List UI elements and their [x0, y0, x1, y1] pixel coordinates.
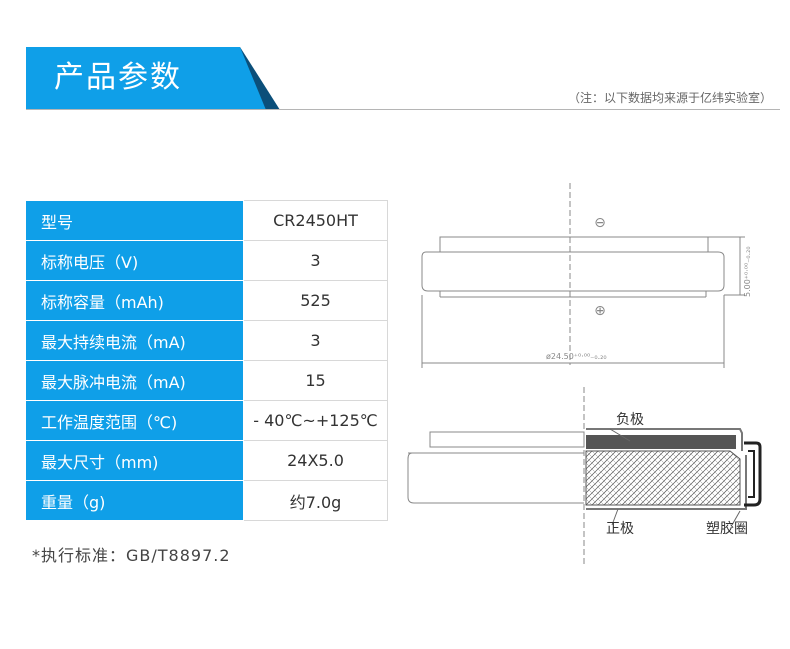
- cross-section-view: [407, 387, 762, 567]
- source-note: （注：以下数据均来源于亿纬实验室）: [567, 91, 772, 105]
- table-row: 型号 CR2450HT: [26, 200, 388, 241]
- spec-label: 重量（g): [26, 480, 244, 521]
- spec-value: 525: [243, 280, 388, 321]
- spec-label: 工作温度范围（℃): [26, 400, 244, 441]
- table-row: 最大脉冲电流（mA) 15: [26, 360, 388, 401]
- spec-label: 标称容量（mAh): [26, 280, 244, 321]
- header-banner: 产品参数: [26, 47, 280, 110]
- table-row: 重量（g) 约7.0g: [26, 480, 388, 521]
- spec-value: 24X5.0: [243, 440, 388, 481]
- gasket-label: 塑胶圈: [706, 521, 748, 537]
- positive-terminal-icon: ⊕: [594, 303, 606, 319]
- standard-note: *执行标准：GB/T8897.2: [32, 546, 231, 565]
- negative-terminal-icon: ⊖: [594, 215, 606, 231]
- spec-value: CR2450HT: [243, 200, 388, 241]
- spec-label: 最大脉冲电流（mA): [26, 360, 244, 401]
- spec-label: 标称电压（V): [26, 240, 244, 281]
- battery-drawing: ⊖ ⊕ ø24.50⁺⁰·⁰⁰₋₀.₂₀ 5.00⁺⁰·⁰⁰₋₀.₂₀: [407, 183, 762, 567]
- height-dimension: 5.00⁺⁰·⁰⁰₋₀.₂₀: [743, 246, 752, 297]
- spec-label: 型号: [26, 200, 244, 241]
- table-row: 工作温度范围（℃) - 40℃~+125℃: [26, 400, 388, 441]
- table-row: 标称电压（V) 3: [26, 240, 388, 281]
- spec-value: - 40℃~+125℃: [243, 400, 388, 441]
- positive-label: 正极: [606, 521, 634, 537]
- spec-value: 3: [243, 240, 388, 281]
- spec-table: 型号 CR2450HT 标称电压（V) 3 标称容量（mAh) 525 最大持续…: [26, 200, 388, 521]
- side-view: [421, 183, 745, 368]
- page-title: 产品参数: [54, 60, 182, 95]
- table-row: 标称容量（mAh) 525: [26, 280, 388, 321]
- spec-value: 15: [243, 360, 388, 401]
- spec-label: 最大持续电流（mA): [26, 320, 244, 361]
- spec-value: 约7.0g: [243, 480, 388, 521]
- banner-shape: [26, 47, 280, 110]
- spec-label: 最大尺寸（mm): [26, 440, 244, 481]
- spec-value: 3: [243, 320, 388, 361]
- header-divider: [26, 109, 780, 110]
- negative-label: 负极: [616, 412, 644, 428]
- table-row: 最大持续电流（mA) 3: [26, 320, 388, 361]
- table-row: 最大尺寸（mm) 24X5.0: [26, 440, 388, 481]
- diameter-dimension: ø24.50⁺⁰·⁰⁰₋₀.₂₀: [546, 352, 607, 361]
